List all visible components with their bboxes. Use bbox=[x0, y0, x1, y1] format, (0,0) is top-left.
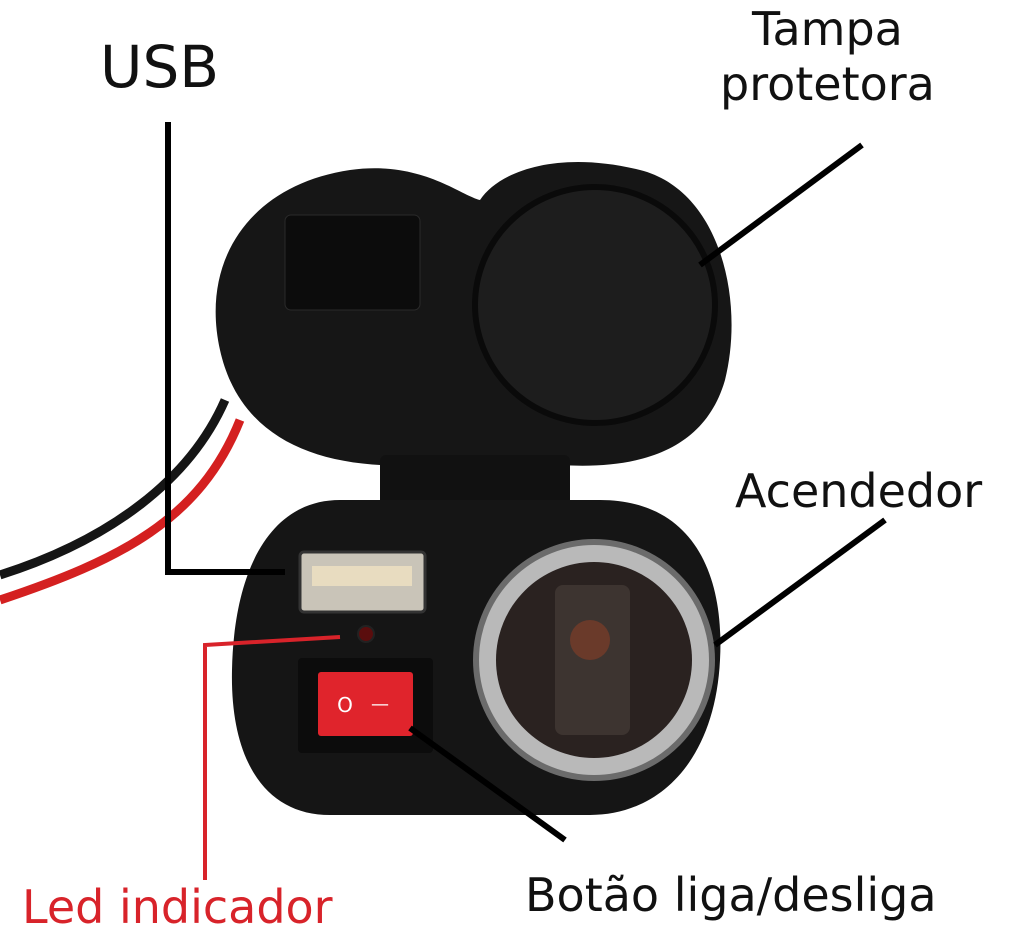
cap-callout-line bbox=[698, 142, 864, 268]
power-switch[interactable] bbox=[318, 672, 413, 736]
red-wire bbox=[0, 418, 245, 605]
led-label: Led indicador bbox=[22, 880, 333, 934]
lighter-label: Acendedor bbox=[735, 464, 983, 518]
usb-label: USB bbox=[100, 33, 220, 101]
switch-off-symbol: O bbox=[337, 693, 353, 717]
socket-contact bbox=[555, 585, 630, 735]
cap-usb-plug bbox=[284, 214, 421, 311]
switch-callout-line bbox=[408, 725, 567, 843]
cap-label-line2: protetora bbox=[720, 57, 935, 112]
switch-on-symbol: — bbox=[371, 694, 389, 715]
socket-center-pin bbox=[570, 620, 610, 660]
cap-socket-plug bbox=[472, 184, 718, 426]
cap-label-line1: Tampa bbox=[752, 2, 903, 56]
led-callout-line bbox=[203, 635, 341, 880]
switch-label: Botão liga/desliga bbox=[525, 868, 937, 922]
usb-tongue bbox=[312, 566, 412, 586]
cap-label: Tampa protetora bbox=[720, 2, 935, 112]
black-wire bbox=[0, 398, 230, 580]
usb-callout-line bbox=[165, 122, 285, 575]
lighter-callout-line bbox=[713, 517, 887, 648]
led-indicator bbox=[357, 625, 375, 643]
